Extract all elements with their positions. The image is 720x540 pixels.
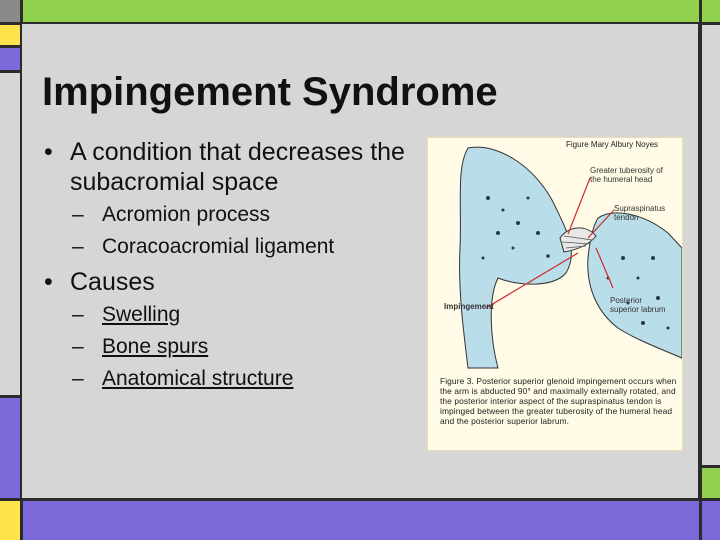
frame-tile: [23, 0, 699, 22]
frame-tile: [702, 501, 720, 540]
bullet-text: Causes: [70, 268, 155, 296]
frame-tile: [0, 398, 20, 498]
shoulder-figure: Figure Mary Albury Noyes Greater tuberos…: [427, 137, 683, 451]
frame-tile: [702, 25, 720, 465]
dash-glyph: –: [72, 235, 84, 258]
figure-credit: Figure Mary Albury Noyes: [566, 140, 659, 149]
label-impingement: Impingement: [444, 302, 494, 311]
glenoid-shape: [587, 212, 682, 359]
frame-tile: [702, 0, 720, 22]
pointer-lines: [485, 177, 615, 309]
label-greater-tuberosity: Greater tuberosity of the humeral head: [590, 166, 663, 184]
slide-title: Impingement Syndrome: [42, 70, 498, 114]
dash-glyph: –: [72, 303, 84, 326]
frame-tile: [23, 501, 699, 540]
bullet-text: A condition that decreases the subacromi…: [70, 138, 405, 196]
link-anatomical-structure[interactable]: Anatomical structure: [102, 367, 294, 390]
dash-glyph: –: [72, 203, 84, 226]
figure-caption: Figure 3. Posterior superior glenoid imp…: [440, 376, 677, 426]
frame-tile: [0, 48, 20, 70]
tendon-fibers: [561, 235, 593, 249]
bone-texture: [481, 196, 670, 330]
frame-tile: [0, 73, 20, 395]
dash-glyph: –: [72, 335, 84, 358]
humerus-shape: [459, 146, 572, 369]
bullet-glyph: •: [44, 268, 53, 296]
link-swelling[interactable]: Swelling: [102, 303, 181, 326]
bullet-glyph: •: [44, 138, 53, 166]
frame-tile: [0, 25, 20, 45]
dash-glyph: –: [72, 367, 84, 390]
sub-bullet-text: Acromion process: [102, 203, 271, 226]
label-supraspinatus: Supraspinatus tendon: [614, 204, 666, 222]
frame-tile: [702, 468, 720, 498]
frame-tile: [0, 501, 20, 540]
shoulder-illustration: [459, 146, 682, 369]
sub-bullet-text: Coracoacromial ligament: [102, 235, 335, 258]
frame-tile: [0, 0, 20, 22]
link-bone-spurs[interactable]: Bone spurs: [102, 335, 209, 358]
label-posterior-labrum: Posterior superior labrum: [610, 296, 666, 314]
